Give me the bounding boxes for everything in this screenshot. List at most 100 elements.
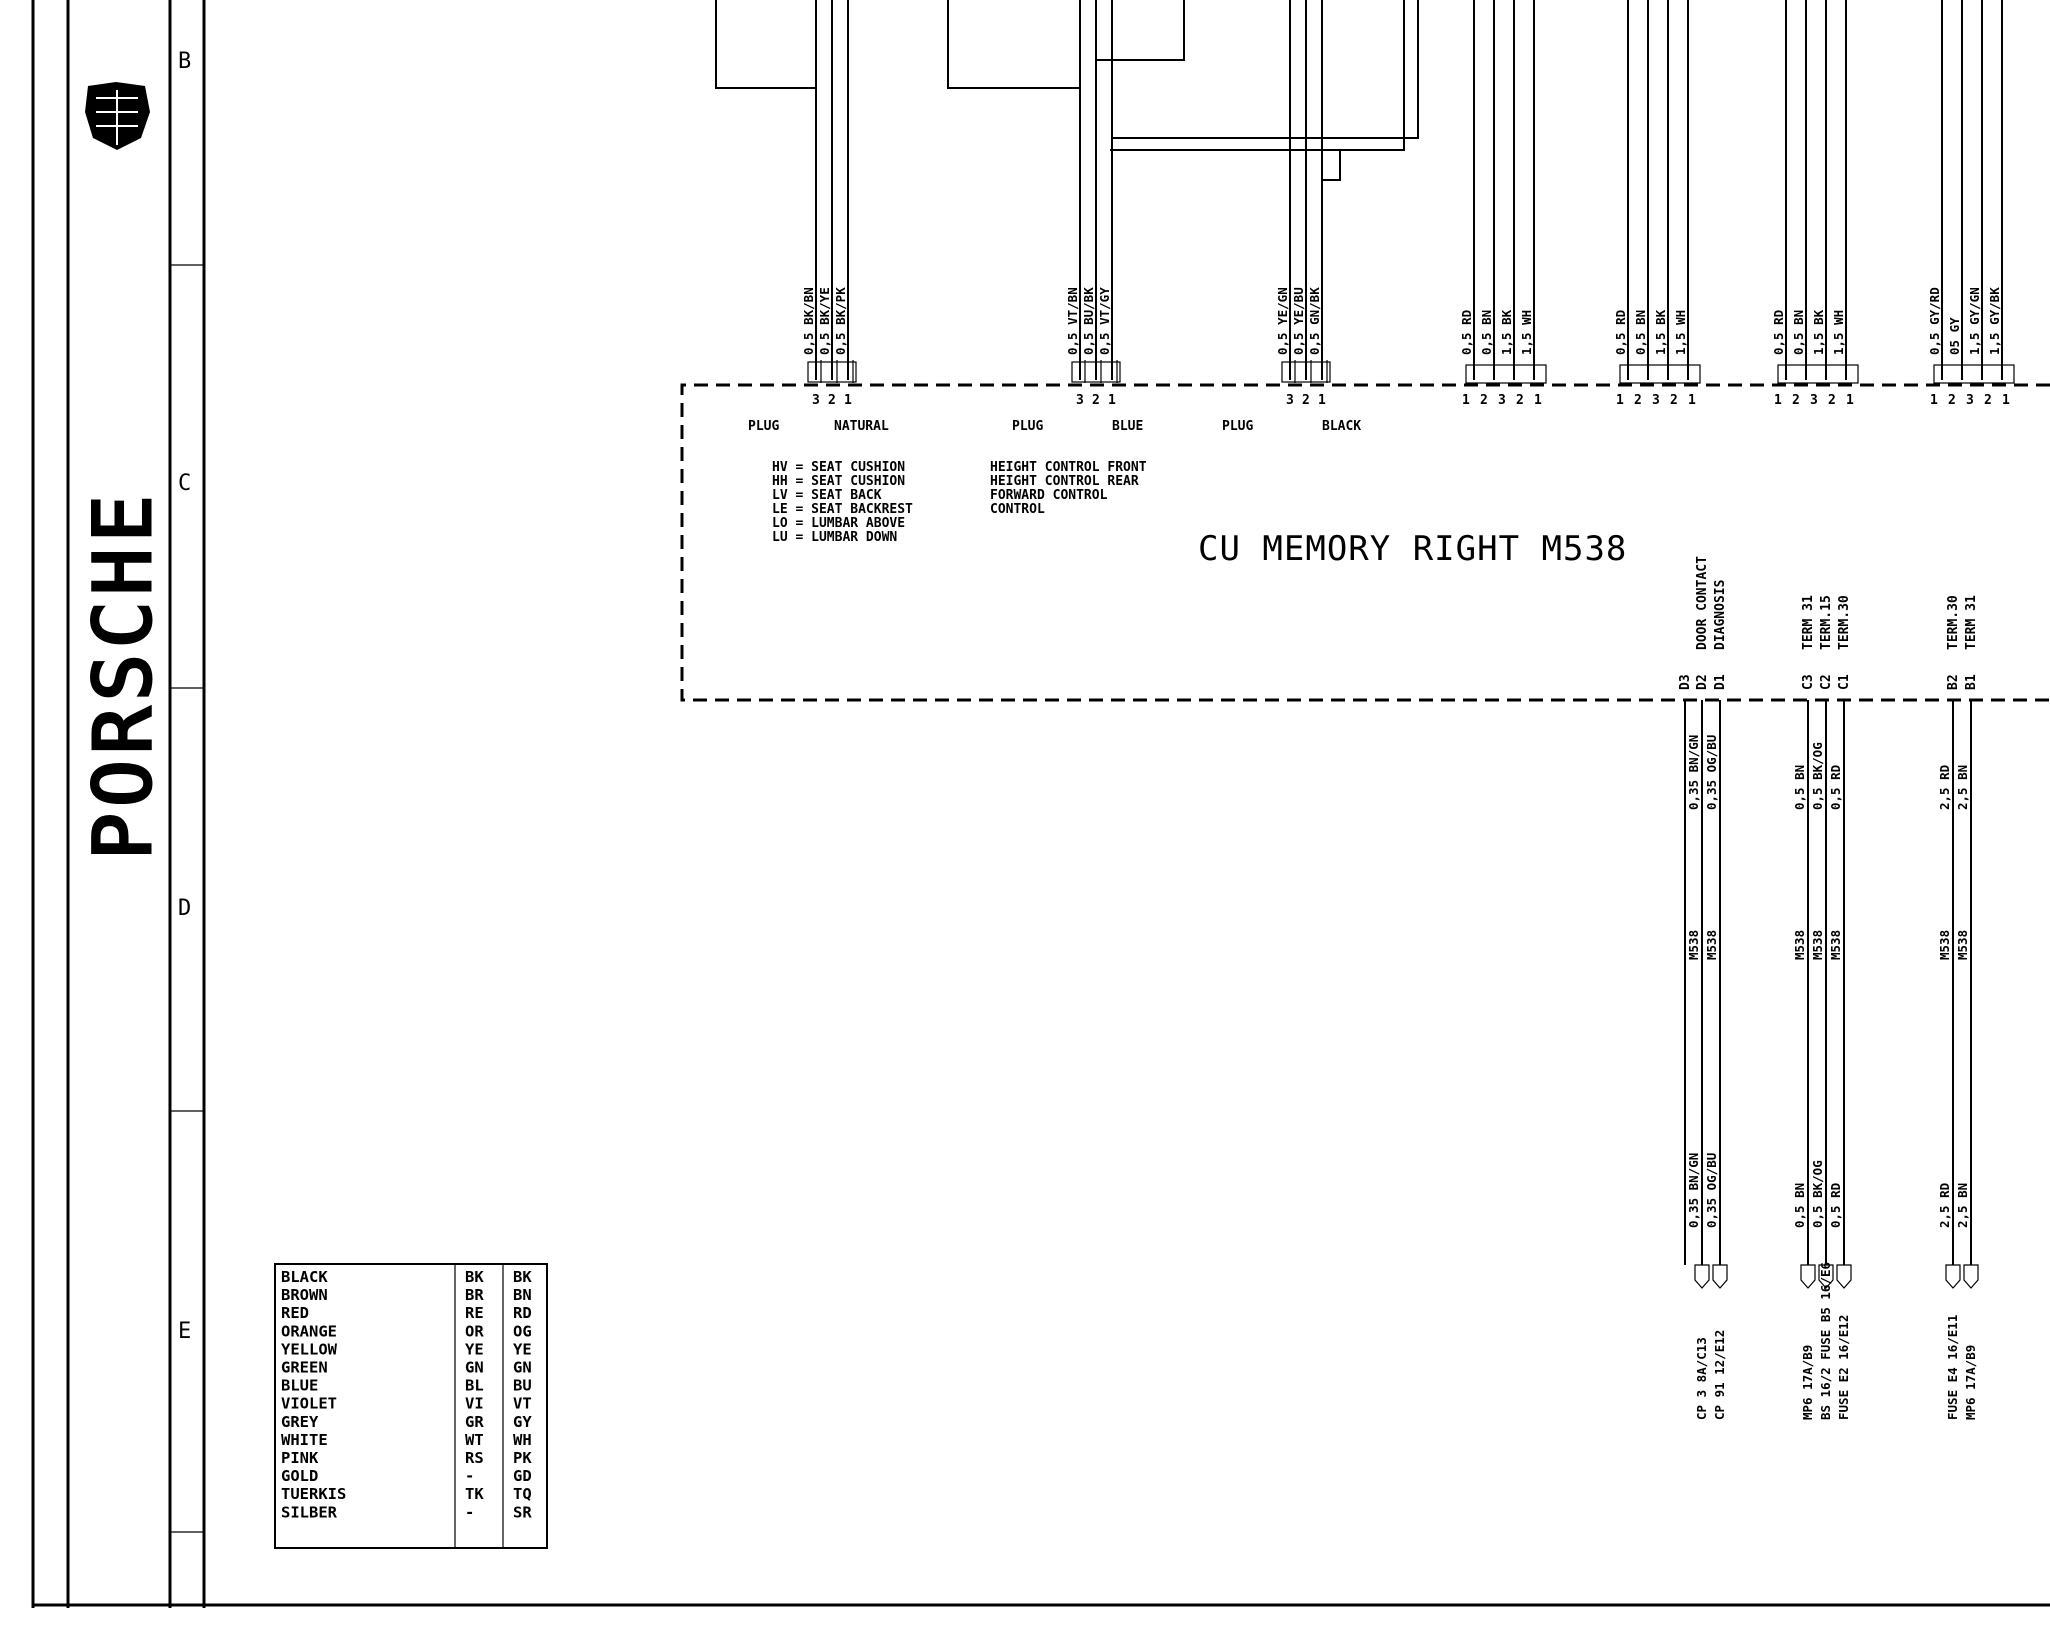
legend-code-german: GN xyxy=(465,1359,484,1377)
legend-code-german: TK xyxy=(465,1485,484,1503)
pin-description: TERM.15 xyxy=(1819,595,1834,650)
wire-label: 1,5 GY/BK xyxy=(1987,287,2002,355)
destination-label: FUSE E4 16/E11 xyxy=(1945,1315,1960,1420)
connector-terminal xyxy=(1694,1264,1710,1289)
wire-label: 0,5 RD xyxy=(1771,310,1786,355)
pin-number: 2 xyxy=(1792,393,1800,408)
plug-color-label: NATURAL xyxy=(834,419,889,434)
wire-label: 0,5 BK/BN xyxy=(801,287,816,355)
legend-code-english: TQ xyxy=(513,1485,532,1503)
reference-label: M538 xyxy=(1792,930,1807,960)
pin-id: B2 xyxy=(1946,674,1961,690)
pin-number: 1 xyxy=(1108,393,1116,408)
title-block-frame xyxy=(31,0,2050,1608)
pin-description: DOOR CONTACT xyxy=(1695,556,1710,650)
plug-label: PLUG xyxy=(1222,419,1253,434)
legend-color-name: SILBER xyxy=(281,1503,338,1521)
legend-code-german: YE xyxy=(465,1340,484,1358)
legend-code-german: VI xyxy=(465,1395,484,1413)
module-boundary xyxy=(680,383,2050,702)
destination-label: MP6 17A/B9 xyxy=(1963,1345,1978,1420)
connector-terminal xyxy=(1836,1264,1852,1289)
legend-code-german: BL xyxy=(465,1377,484,1395)
legend-color-name: RED xyxy=(281,1304,309,1322)
wire-label: 1,5 GY/GN xyxy=(1967,287,1982,355)
wire-label: 1,5 BK xyxy=(1811,309,1826,355)
wire-label: 0,35 OG/BU xyxy=(1704,735,1719,810)
connector-terminal xyxy=(1712,1264,1728,1289)
pin-number: 2 xyxy=(828,393,836,408)
legend-code-german: RE xyxy=(465,1304,484,1322)
destination-label: BS 16/2 FUSE B5 16/E6 xyxy=(1818,1262,1833,1420)
wire-label: 1,5 WH xyxy=(1831,310,1846,355)
wire-route xyxy=(947,0,1080,89)
legend-code-english: SR xyxy=(513,1503,532,1521)
wire-label: 0,5 VT/GY xyxy=(1097,287,1112,355)
destination-label: CP 91 12/E12 xyxy=(1712,1330,1727,1420)
legend-code-german: BR xyxy=(465,1286,484,1304)
wire-label: 0,35 BN/GN xyxy=(1686,735,1701,810)
legend-code-english: YE xyxy=(513,1340,532,1358)
wire-label: 1,5 WH xyxy=(1519,310,1534,355)
destination-label: MP6 17A/B9 xyxy=(1800,1345,1815,1420)
legend-color-name: YELLOW xyxy=(281,1340,338,1358)
pin-id: B1 xyxy=(1964,674,1979,690)
pin-description: TERM.30 xyxy=(1946,595,1961,650)
reference-label: M538 xyxy=(1937,930,1952,960)
wire-label: 0,5 RD xyxy=(1613,310,1628,355)
wire-label: 0,5 BK/YE xyxy=(817,287,832,355)
pin-number: 1 xyxy=(1462,393,1470,408)
legend-color-name: GREEN xyxy=(281,1359,328,1377)
wire-route xyxy=(1321,150,1341,380)
legend-color-name: VIOLET xyxy=(281,1395,337,1413)
pin-id: C1 xyxy=(1837,674,1852,690)
legend-code-english: OG xyxy=(513,1322,532,1340)
wire-label: 2,5 RD xyxy=(1937,765,1952,810)
wire-label: 0,5 BK/OG xyxy=(1810,1160,1825,1228)
pin-number: 3 xyxy=(1286,393,1294,408)
pin-number: 1 xyxy=(844,393,852,408)
wire-label: 0,5 BN xyxy=(1792,1183,1807,1228)
legend-code-english: PK xyxy=(513,1449,532,1467)
pin-id: C2 xyxy=(1819,674,1834,690)
pin-number: 2 xyxy=(1516,393,1524,408)
pin-description: TERM.30 xyxy=(1837,595,1852,650)
pin-number: 1 xyxy=(2002,393,2010,408)
porsche-crest-icon xyxy=(85,82,150,150)
pin-id: C3 xyxy=(1801,674,1816,690)
legend-color-name: GREY xyxy=(281,1413,319,1431)
pin-number: 1 xyxy=(1688,393,1696,408)
brand-logotype-text: PORSCHE xyxy=(79,489,169,860)
abbreviation-item: LO = LUMBAR ABOVE xyxy=(772,516,905,531)
legend-color-name: TUERKIS xyxy=(281,1485,346,1503)
pin-number: 2 xyxy=(1984,393,1992,408)
pin-number: 2 xyxy=(1480,393,1488,408)
pin-number: 1 xyxy=(1534,393,1542,408)
legend-code-german: - xyxy=(465,1467,474,1485)
wire-label: 2,5 BN xyxy=(1955,1183,1970,1228)
wire-label: 1,5 BK xyxy=(1653,309,1668,355)
pin-id: D3 xyxy=(1678,674,1693,690)
zone-letter: B xyxy=(178,49,191,74)
reference-label: M538 xyxy=(1955,930,1970,960)
destination-label: CP 3 8A/C13 xyxy=(1694,1337,1709,1420)
pin-number: 3 xyxy=(1966,393,1974,408)
legend-code-english: GN xyxy=(513,1359,532,1377)
abbreviation-item: LU = LUMBAR DOWN xyxy=(772,530,897,545)
legend-code-english: BU xyxy=(513,1377,532,1395)
legend-color-name: BLUE xyxy=(281,1377,318,1395)
wire-label: 0,5 VT/BN xyxy=(1065,287,1080,355)
wire-route xyxy=(1095,0,1185,380)
legend-code-english: WH xyxy=(513,1431,532,1449)
pin-number: 2 xyxy=(1302,393,1310,408)
wire-label: 0,5 BN xyxy=(1479,310,1494,355)
connector-housing xyxy=(1281,361,1331,383)
